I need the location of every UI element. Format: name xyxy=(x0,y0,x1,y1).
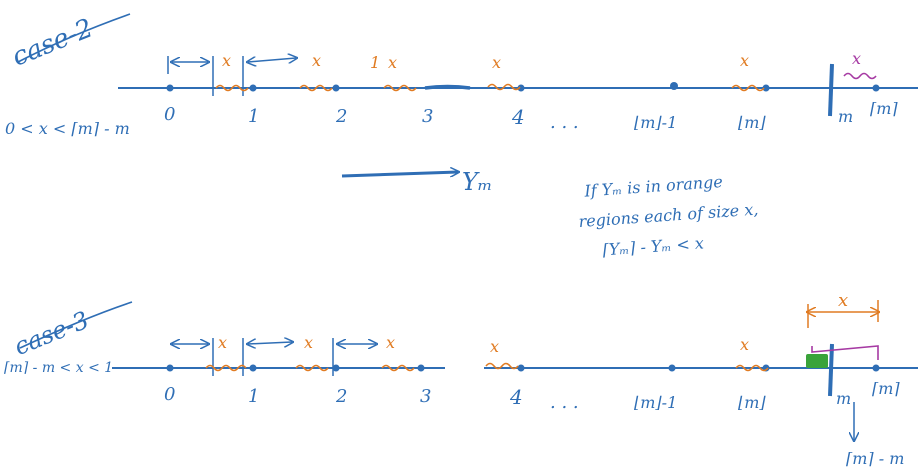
case2-point-0 xyxy=(166,84,174,92)
case2-title-underline xyxy=(17,13,131,63)
case2-tick-4: 4 xyxy=(511,105,525,129)
case3-x-label-4: x xyxy=(490,337,499,356)
case2-title: case-2 xyxy=(8,13,97,72)
case2-diagram: case-2 0 < x < ⌈m⌉ - m x x 1 xyxy=(5,13,918,138)
case2-distance-arrow-2 xyxy=(248,58,296,62)
case3-point-floor-m-minus-1 xyxy=(668,364,676,372)
case3-orange-region-4 xyxy=(485,362,519,370)
case2-x-label-6: x xyxy=(852,49,861,68)
case3-point-4 xyxy=(517,364,525,372)
case3-point-3 xyxy=(417,364,425,372)
note-line-1: If Yₘ is in orange xyxy=(583,172,724,201)
case2-purple-region xyxy=(843,72,877,80)
case2-point-ceil-m xyxy=(872,84,880,92)
case3-tick-1: 1 xyxy=(248,386,259,407)
case2-tick-3: 3 xyxy=(422,106,433,127)
case3-tick-floor-m: ⌊m⌋ xyxy=(738,393,766,412)
case3-tick-floor-m-minus-1: ⌊m⌋-1 xyxy=(634,393,677,412)
ym-arrow-group: Yₘ xyxy=(341,168,493,196)
case2-tick-2: 2 xyxy=(335,106,347,127)
case2-orange-region-1 xyxy=(215,84,249,92)
case2-point-1 xyxy=(249,84,257,92)
case2-x-label-2: x xyxy=(312,51,321,70)
case2-one-label: 1 xyxy=(370,53,380,72)
case2-condition: 0 < x < ⌈m⌉ - m xyxy=(5,119,130,138)
case2-tick-ellipsis: . . . xyxy=(550,112,579,133)
case3-tick-4: 4 xyxy=(509,385,523,409)
ym-arrow xyxy=(341,172,458,178)
case3-x-label-5: x xyxy=(740,335,749,354)
case3-orange-region-2 xyxy=(295,364,329,372)
case3-purple-bracket xyxy=(811,345,879,360)
case3-x-label-1: x xyxy=(218,333,227,352)
case2-point-4 xyxy=(517,84,525,92)
case2-point-floor-m-minus-1 xyxy=(670,82,678,90)
case2-tick-m: m xyxy=(838,107,853,126)
case2-tick-ceil-m: ⌈m⌉ xyxy=(870,99,898,118)
case3-distance-arrow-2 xyxy=(248,342,292,344)
case2-point-2 xyxy=(332,84,340,92)
case3-orange-region-1 xyxy=(205,364,247,372)
case2-tick-floor-m: ⌊m⌋ xyxy=(738,113,766,132)
case2-m-barrier xyxy=(828,63,834,117)
case3-tick-ceil-m: ⌈m⌉ xyxy=(872,379,900,398)
case3-gap-label: ⌈m⌉ - m xyxy=(846,449,904,468)
case3-x-interval-label: x xyxy=(838,290,848,311)
case3-tick-ellipsis: . . . xyxy=(550,392,579,413)
case3-green-highlight xyxy=(806,354,828,368)
case2-tick-0: 0 xyxy=(164,104,175,125)
case2-tick-floor-m-minus-1: ⌊m⌋-1 xyxy=(634,113,677,132)
case3-orange-region-5 xyxy=(735,364,769,372)
case3-point-2 xyxy=(332,364,340,372)
case3-tick-m: m xyxy=(836,389,851,408)
case3-m-barrier xyxy=(828,343,834,397)
case3-diagram: case-3 ⌈m⌉ - m < x < 1 xyxy=(4,290,918,468)
case2-x-label-3: x xyxy=(388,53,397,72)
case3-point-ceil-m xyxy=(872,364,880,372)
case2-x-label-5: x xyxy=(740,51,749,70)
case3-title-underline xyxy=(19,301,133,349)
case3-point-0 xyxy=(166,364,174,372)
case3-tick-0: 0 xyxy=(164,384,175,405)
case2-orange-region-5 xyxy=(731,84,765,92)
case2-point-floor-m xyxy=(762,84,770,92)
case2-line-stroke-3 xyxy=(424,84,471,90)
case3-x-label-2: x xyxy=(304,333,313,352)
case2-x-label-1: x xyxy=(222,51,231,70)
case2-orange-region-3 xyxy=(383,84,417,92)
case2-orange-region-4 xyxy=(487,83,521,91)
ym-arrow-label: Yₘ xyxy=(462,168,493,196)
case3-x-label-3: x xyxy=(386,333,395,352)
case3-condition: ⌈m⌉ - m < x < 1 xyxy=(4,360,113,376)
note-line-3: ⌈Yₘ⌉ - Yₘ < x xyxy=(602,233,705,259)
case3-point-1 xyxy=(249,364,257,372)
case2-orange-region-2 xyxy=(299,84,333,92)
note-line-2: regions each of size x, xyxy=(578,200,759,232)
case2-tick-1: 1 xyxy=(248,106,259,127)
case3-tick-3: 3 xyxy=(420,386,431,407)
note: If Yₘ is in orange regions each of size … xyxy=(578,172,759,259)
case3-orange-region-3 xyxy=(381,364,415,372)
case3-tick-2: 2 xyxy=(335,386,347,407)
case2-x-label-4: x xyxy=(492,53,501,72)
